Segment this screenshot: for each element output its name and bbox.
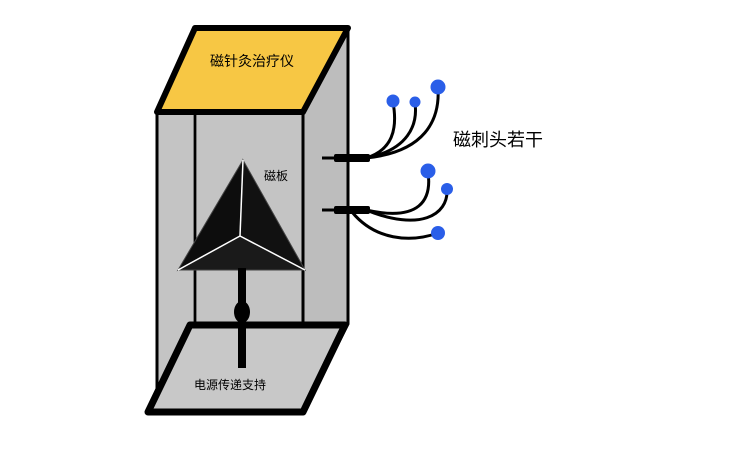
cable [365, 189, 449, 222]
magnetic-plate-label: 磁板 [264, 168, 288, 183]
cable [365, 102, 417, 160]
magnetic-head-dot [441, 183, 453, 195]
cable [365, 171, 431, 215]
top-lid [154, 25, 351, 115]
cable [365, 87, 440, 160]
base-platform [144, 321, 349, 416]
connector-lower [322, 206, 370, 214]
cable-bundle-lower [350, 171, 449, 240]
plate-ridge [177, 235, 241, 271]
magnetic-head-dot [430, 79, 446, 95]
device-title-label: 磁针灸治疗仪 [210, 54, 294, 70]
magnetic-heads-label: 磁刺头若干 [453, 130, 543, 151]
support-rod [234, 268, 250, 368]
magnetic-head-dot [409, 96, 421, 108]
cable [350, 211, 439, 240]
rod-joint [234, 301, 250, 323]
plate-ridge [239, 159, 244, 237]
magnetic-head-dot [420, 163, 436, 179]
plate-ridge [239, 235, 306, 271]
magnetic-head-dot [386, 94, 400, 108]
power-support-label: 电源传递支持 [194, 377, 266, 392]
magnetic-head-dot [431, 226, 445, 240]
connector-upper [322, 154, 370, 162]
cable-bundle-upper [365, 87, 440, 160]
magnetic-plate [176, 158, 307, 272]
